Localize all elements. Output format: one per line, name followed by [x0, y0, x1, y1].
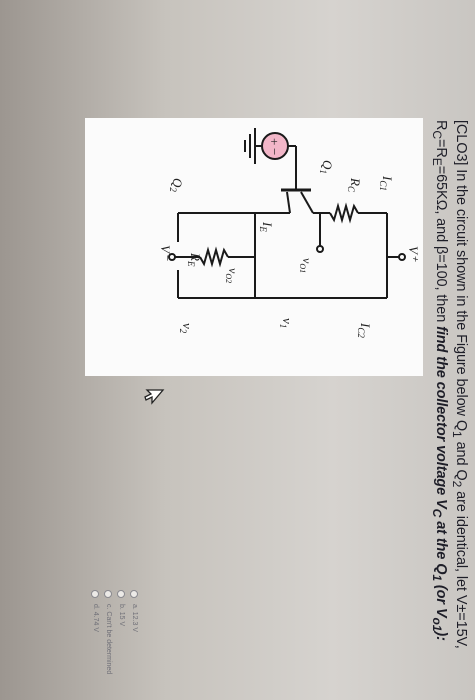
- vplus-terminal: [398, 253, 406, 261]
- v2-label: v2: [178, 323, 195, 334]
- v1-minus: −: [267, 148, 282, 155]
- v1-source: [261, 132, 289, 160]
- option-label: d. 4.74 V: [92, 604, 99, 633]
- circuit-figure: + − V⁺ V⁻ RC RE Q1 vO1 vO2 Q2 IE IC1 IC2…: [85, 118, 423, 376]
- rc-left-label: RC: [346, 177, 363, 193]
- vo1-label: vO1: [298, 258, 314, 273]
- option-d[interactable]: d. 4.74 V: [90, 590, 101, 674]
- radio-button-icon[interactable]: [130, 590, 139, 598]
- radio-button-icon[interactable]: [104, 590, 113, 598]
- vminus-terminal: [168, 253, 176, 261]
- ie-label: IE: [258, 221, 275, 232]
- option-label: b. 15 V: [118, 604, 125, 627]
- vo2-label: vO2: [224, 268, 240, 283]
- vminus-label: V⁻: [158, 245, 173, 261]
- v1-label: v1: [278, 318, 295, 328]
- ic1-label: IC1: [378, 175, 395, 191]
- option-b[interactable]: b. 15 V: [116, 590, 127, 674]
- re-resistor: [199, 246, 229, 268]
- re-label: RE: [186, 252, 203, 267]
- option-label: c. Can't be determined: [105, 604, 112, 675]
- v1-plus: +: [267, 138, 282, 145]
- option-label: a. 12.3 V: [131, 604, 138, 633]
- vplus-label: V⁺: [406, 246, 421, 262]
- radio-button-icon[interactable]: [91, 590, 100, 598]
- question-line-1: [CLO3] In the circuit shown in the Figur…: [450, 120, 469, 649]
- vo1-terminal: [316, 245, 324, 253]
- circuit-diagram: + − V⁺ V⁻ RC RE Q1 vO1 vO2 Q2 IE IC1 IC2…: [158, 128, 421, 338]
- ic2-label: IC2: [356, 322, 373, 338]
- option-a[interactable]: a. 12.3 V: [129, 590, 140, 674]
- question-line-2: RC=RE=65KΩ, and β=100, then find the col…: [430, 120, 449, 641]
- option-c[interactable]: c. Can't be determined: [103, 590, 114, 674]
- mouse-pointer-icon: [144, 389, 165, 405]
- q2-label: Q2: [168, 178, 185, 192]
- radio-button-icon[interactable]: [117, 590, 126, 598]
- q1-label: Q1: [318, 160, 335, 174]
- answer-options: a. 12.3 V b. 15 V c. Can't be determined…: [88, 590, 140, 674]
- rc-left-resistor: [329, 202, 359, 224]
